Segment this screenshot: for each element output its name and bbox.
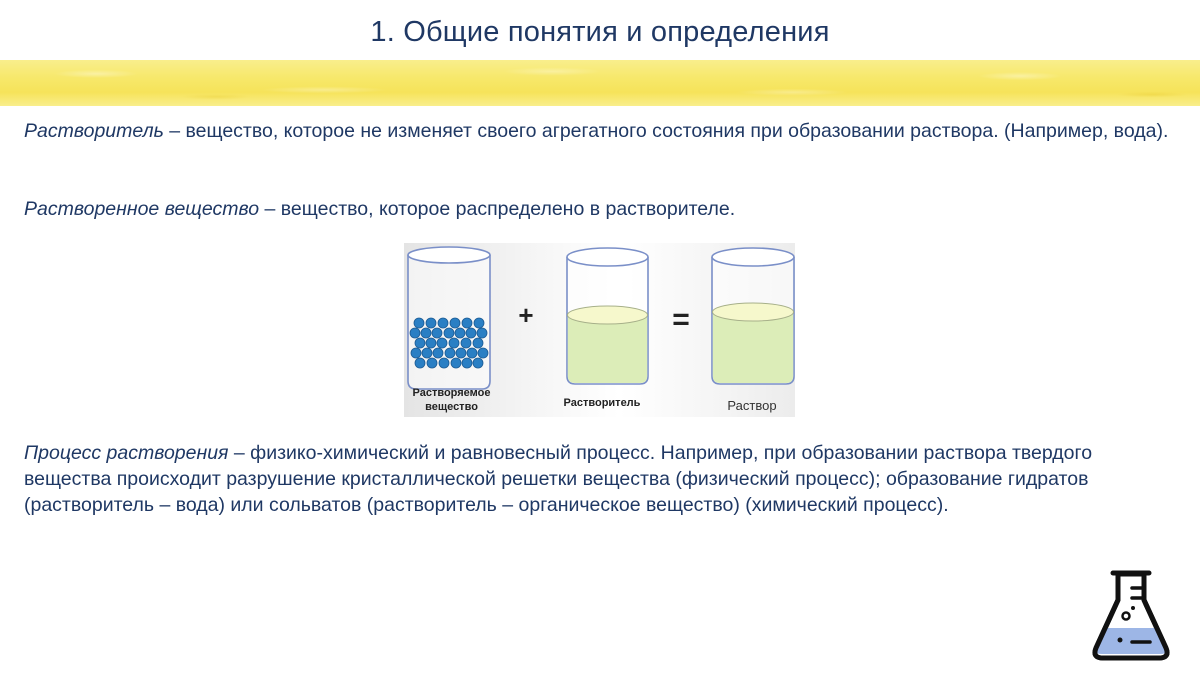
particle bbox=[449, 317, 461, 329]
particle bbox=[477, 347, 489, 359]
particle bbox=[461, 317, 473, 329]
definition-solvent: Растворитель – вещество, которое не изме… bbox=[24, 118, 1184, 144]
term-dissolution-process: Процесс растворения bbox=[24, 442, 229, 464]
particle bbox=[436, 337, 448, 349]
definition-dissolution-process: Процесс растворения – физико-химический … bbox=[24, 440, 1184, 518]
label-solute-line2: вещество bbox=[425, 401, 478, 413]
particle bbox=[466, 347, 478, 359]
particle bbox=[454, 327, 466, 339]
particle bbox=[465, 327, 477, 339]
beaker-solution bbox=[711, 247, 795, 385]
definition-solute: Растворенное вещество – вещество, которо… bbox=[24, 196, 1184, 222]
particle bbox=[410, 347, 422, 359]
particle bbox=[426, 357, 438, 369]
particle bbox=[425, 337, 437, 349]
flask-icon bbox=[1092, 570, 1170, 661]
definition-solvent-text: – вещество, которое не изменяет своего а… bbox=[163, 120, 1169, 142]
label-solution: Раствор bbox=[727, 398, 777, 413]
beaker-solute bbox=[407, 246, 491, 390]
definition-solute-text: – вещество, которое распределено в раств… bbox=[259, 198, 736, 220]
particle bbox=[460, 337, 472, 349]
particle bbox=[414, 337, 426, 349]
particle bbox=[472, 357, 484, 369]
equals-sign: = bbox=[672, 303, 690, 336]
particle bbox=[414, 357, 426, 369]
particle bbox=[421, 347, 433, 359]
beaker-solvent bbox=[566, 247, 649, 385]
particle bbox=[425, 317, 437, 329]
particle bbox=[443, 327, 455, 339]
particle bbox=[472, 337, 484, 349]
plus-sign: + bbox=[518, 300, 533, 330]
particle bbox=[438, 357, 450, 369]
particle bbox=[450, 357, 462, 369]
label-solute: Растворяемое вещество bbox=[404, 386, 499, 414]
solute-particles bbox=[409, 317, 489, 369]
beakers-illustration: + = bbox=[407, 246, 795, 390]
particle bbox=[455, 347, 467, 359]
definition-dissolution-text: – физико-химический и равновесный процес… bbox=[24, 442, 1093, 516]
particle bbox=[437, 317, 449, 329]
particle bbox=[431, 327, 443, 339]
particle bbox=[409, 327, 421, 339]
term-solute: Растворенное вещество bbox=[24, 198, 260, 220]
label-solute-line1: Растворяемое bbox=[412, 387, 491, 399]
particle bbox=[473, 317, 485, 329]
decorative-stripe bbox=[0, 60, 1200, 106]
particle bbox=[476, 327, 488, 339]
dissolution-diagram: + = Растворяемое вещество Растворитель Р… bbox=[404, 243, 795, 417]
particle bbox=[448, 337, 460, 349]
label-solvent: Растворитель bbox=[563, 397, 641, 409]
particle bbox=[444, 347, 456, 359]
particle bbox=[432, 347, 444, 359]
particle bbox=[461, 357, 473, 369]
particle bbox=[420, 327, 432, 339]
particle bbox=[413, 317, 425, 329]
slide-title: 1. Общие понятия и определения bbox=[370, 16, 830, 48]
term-solvent: Растворитель bbox=[24, 120, 164, 142]
